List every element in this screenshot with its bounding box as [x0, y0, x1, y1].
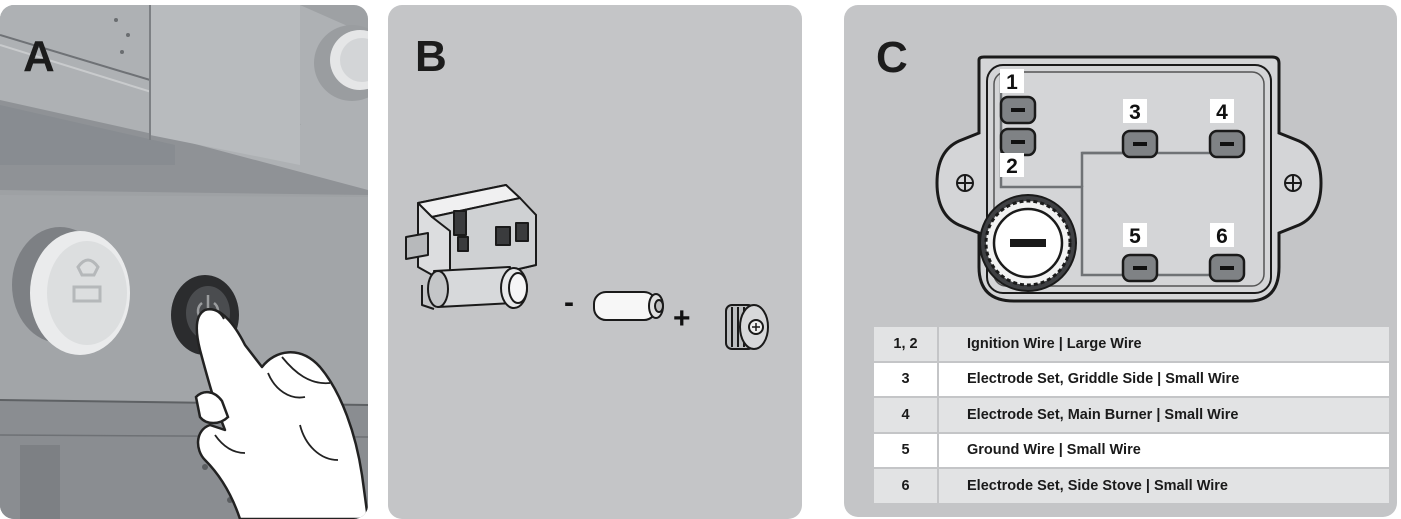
legend-terminal-number: 1, 2 [874, 327, 938, 362]
legend-wire-description: Ground Wire | Small Wire [938, 433, 1389, 469]
terminal-label-5: 5 [1129, 225, 1141, 248]
terminal-slot-icon [1133, 266, 1147, 270]
panel-c-label: C [876, 36, 908, 80]
mounting-hole-icon [1285, 175, 1301, 191]
wiring-diagram: 1 2 3 4 5 6 [844, 5, 1397, 325]
battery-icon [594, 292, 663, 320]
terminal-slot-icon [1133, 142, 1147, 146]
terminal-label-1: 1 [1006, 71, 1018, 94]
panel-b-illustration: - + [388, 5, 802, 519]
panel-a-label: A [23, 35, 55, 79]
mounting-hole-icon [957, 175, 973, 191]
battery-minus-sign: - [564, 286, 574, 319]
legend-terminal-number: 5 [874, 433, 938, 469]
legend-terminal-number: 6 [874, 468, 938, 504]
legend-terminal-number: 3 [874, 362, 938, 398]
battery-cap-icon [726, 305, 768, 349]
panel-a-illustration [0, 5, 368, 519]
battery-cap-icon [980, 195, 1076, 291]
legend-terminal-number: 4 [874, 397, 938, 433]
terminal-label-2: 2 [1006, 155, 1018, 178]
terminal-slot-icon [1220, 266, 1234, 270]
legend-wire-description: Electrode Set, Griddle Side | Small Wire [938, 362, 1389, 398]
legend-wire-description: Ignition Wire | Large Wire [938, 327, 1389, 362]
legend-wire-description: Electrode Set, Main Burner | Small Wire [938, 397, 1389, 433]
terminal-label-6: 6 [1216, 225, 1228, 248]
panel-b: - + B [388, 5, 802, 519]
terminal-label-3: 3 [1129, 101, 1141, 124]
terminal-slot-icon [1011, 140, 1025, 144]
legend-wire-description: Electrode Set, Side Stove | Small Wire [938, 468, 1389, 504]
terminal-label-4: 4 [1216, 101, 1228, 124]
panel-b-label: B [415, 35, 447, 79]
terminal-slot-icon [1011, 108, 1025, 112]
battery-plus-sign: + [673, 302, 691, 335]
panel-a: A [0, 5, 368, 519]
igniter-module-icon [406, 185, 536, 309]
terminal-slot-icon [1220, 142, 1234, 146]
